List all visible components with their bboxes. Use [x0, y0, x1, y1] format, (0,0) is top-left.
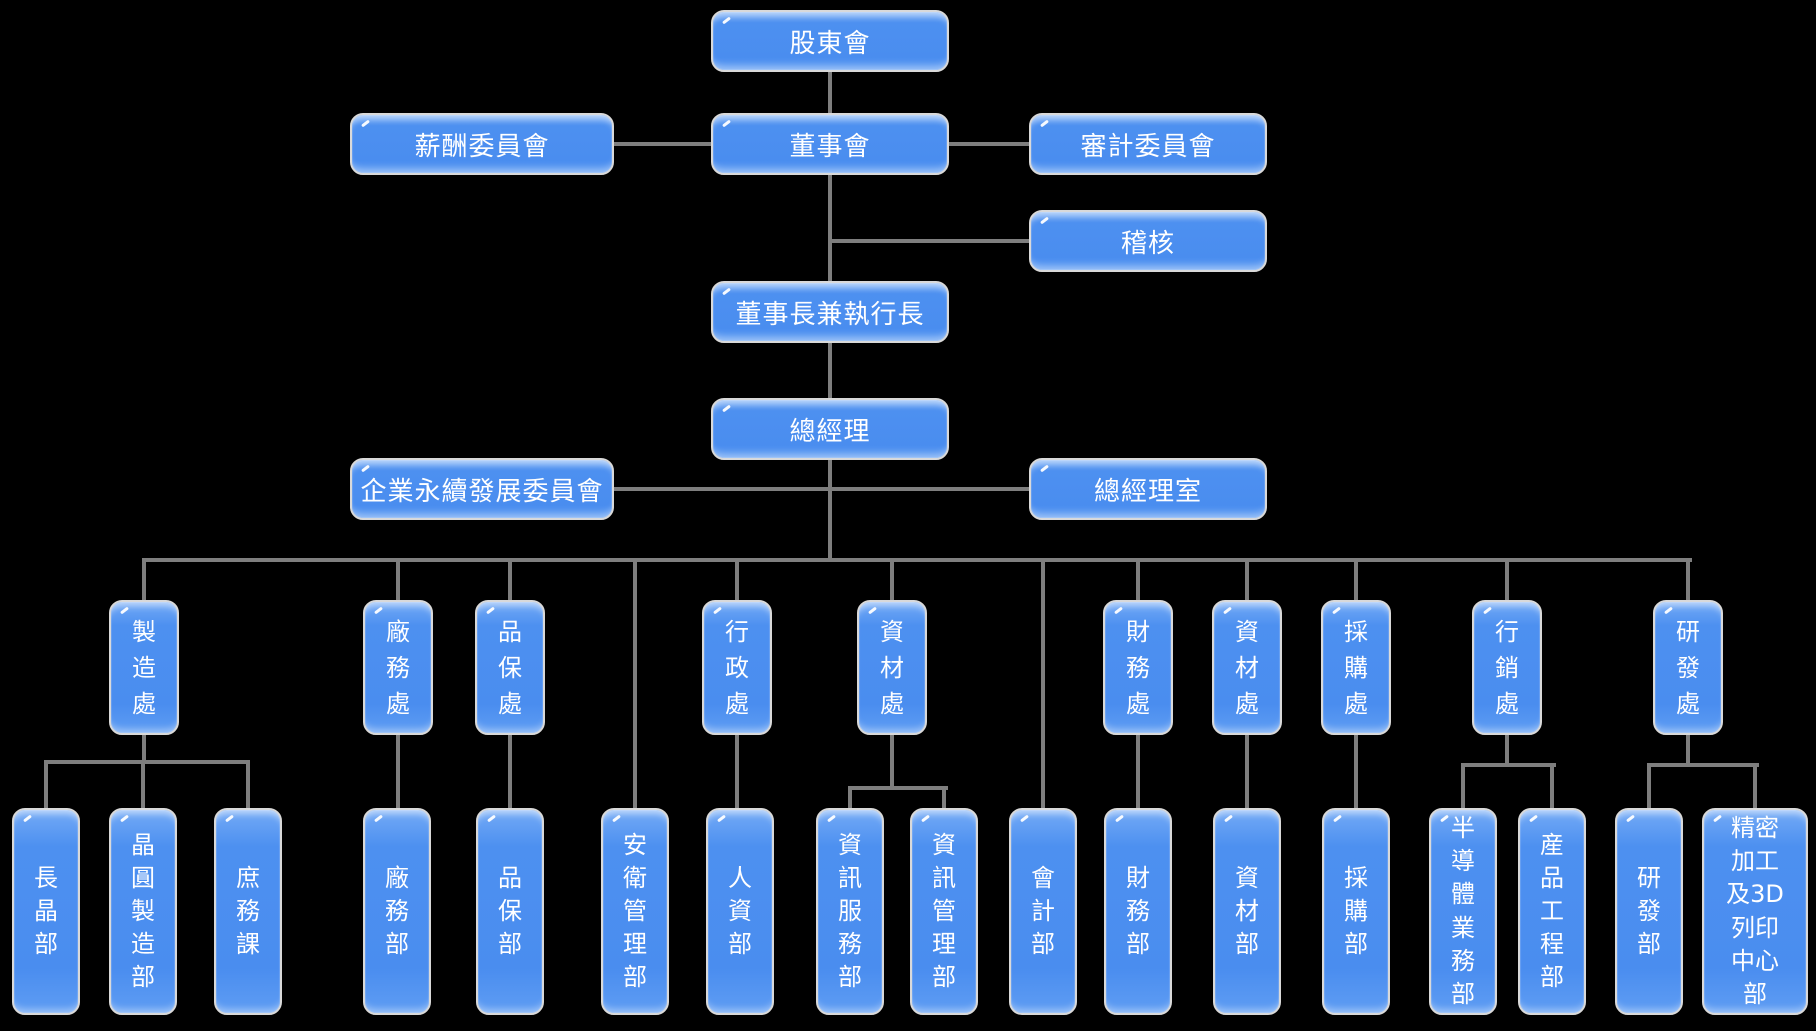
node-safety-health-dept[interactable]: 安衛管理部 — [601, 808, 669, 1015]
node-board[interactable]: 董事會 — [711, 113, 949, 175]
connector-materials-stem — [890, 735, 894, 790]
connector-facility-div-dept — [396, 735, 400, 808]
node-manufacturing-div[interactable]: 製造處 — [109, 600, 179, 735]
node-admin-div[interactable]: 行政處 — [702, 600, 772, 735]
node-procurement-div[interactable]: 採購處 — [1321, 600, 1391, 735]
node-finance-div[interactable]: 財務處 — [1103, 600, 1173, 735]
node-rnd-dept[interactable]: 研發部 — [1615, 808, 1683, 1015]
connector-distribution-line — [142, 558, 1692, 562]
node-marketing-div[interactable]: 行銷處 — [1472, 600, 1542, 735]
node-procurement-dept[interactable]: 採購部 — [1322, 808, 1390, 1015]
node-product-eng-dept[interactable]: 産品工程部 — [1518, 808, 1586, 1015]
node-accounting-dept[interactable]: 會計部 — [1009, 808, 1077, 1015]
node-esg-committee[interactable]: 企業永續發展委員會 — [350, 458, 614, 520]
node-materials-dept[interactable]: 資材部 — [1213, 808, 1281, 1015]
connector-qa-div-dept — [508, 735, 512, 808]
connector-finance-div-dept — [1136, 735, 1140, 808]
node-compensation-committee[interactable]: 薪酬委員會 — [350, 113, 614, 175]
drop-semiconductor-sales — [1461, 763, 1465, 808]
node-semiconductor-sales-dept[interactable]: 半導體業務部 — [1429, 808, 1497, 1015]
connector-manufacturing-stem — [142, 735, 146, 764]
node-hr-dept[interactable]: 人資部 — [706, 808, 774, 1015]
drop-procurement-div — [1354, 558, 1358, 602]
connector-chairman-president — [828, 343, 832, 398]
connector-board-auditcommittee — [949, 142, 1029, 146]
drop-admin-div — [735, 558, 739, 602]
node-facility-div[interactable]: 廠務處 — [363, 600, 433, 735]
node-president-office[interactable]: 總經理室 — [1029, 458, 1267, 520]
drop-facility-div — [396, 558, 400, 602]
connector-compensation-board — [614, 142, 712, 146]
connector-marketing-stem — [1505, 735, 1509, 767]
node-it-mgmt-dept[interactable]: 資訊管理部 — [910, 808, 978, 1015]
drop-accounting-dept — [1041, 558, 1045, 810]
node-general-affairs-sect[interactable]: 庶務課 — [214, 808, 282, 1015]
node-qa-div[interactable]: 品保處 — [475, 600, 545, 735]
node-finance-dept[interactable]: 財務部 — [1104, 808, 1172, 1015]
connector-procurement-div-dept — [1354, 735, 1358, 808]
drop-marketing-div — [1505, 558, 1509, 602]
drop-safety-health-dept — [633, 558, 637, 810]
drop-it-mgmt — [942, 786, 946, 808]
node-chairman-ceo[interactable]: 董事長兼執行長 — [711, 281, 949, 343]
connector-materials2-dept — [1245, 735, 1249, 808]
drop-manufacturing-div — [142, 558, 146, 602]
drop-materials-div-2 — [1245, 558, 1249, 602]
drop-general-affairs — [246, 760, 250, 808]
drop-materials-div — [890, 558, 894, 602]
drop-rnd-div — [1686, 558, 1690, 602]
connector-board-internal-audit — [828, 239, 1029, 243]
node-materials-div[interactable]: 資材處 — [857, 600, 927, 735]
drop-qa-div — [508, 558, 512, 602]
connector-committee-row — [614, 487, 1029, 491]
connector-manufacturing-branch — [44, 760, 250, 764]
drop-wafer-mfg — [141, 760, 145, 808]
node-precision-3d-center[interactable]: 精密加工及3D列印中心部 — [1702, 808, 1808, 1015]
drop-precision-3d — [1753, 763, 1757, 808]
node-rnd-div[interactable]: 研發處 — [1653, 600, 1723, 735]
connector-marketing-branch — [1461, 763, 1556, 767]
node-it-service-dept[interactable]: 資訊服務部 — [816, 808, 884, 1015]
drop-rnd-dept — [1647, 763, 1651, 808]
drop-crystal-growth — [44, 760, 48, 808]
node-wafer-mfg-dept[interactable]: 晶圓製造部 — [109, 808, 177, 1015]
node-president[interactable]: 總經理 — [711, 398, 949, 460]
drop-finance-div — [1136, 558, 1140, 602]
connector-shareholders-board — [828, 72, 832, 113]
drop-it-service — [848, 786, 852, 808]
node-shareholders[interactable]: 股東會 — [711, 10, 949, 72]
node-facility-dept[interactable]: 廠務部 — [363, 808, 431, 1015]
node-qa-dept[interactable]: 品保部 — [476, 808, 544, 1015]
connector-admin-hr — [735, 735, 739, 808]
node-internal-audit[interactable]: 稽核 — [1029, 210, 1267, 272]
drop-product-eng — [1550, 763, 1554, 808]
node-audit-committee[interactable]: 審計委員會 — [1029, 113, 1267, 175]
node-materials-div-2[interactable]: 資材處 — [1212, 600, 1282, 735]
connector-president-trunk — [828, 460, 832, 562]
connector-rnd-branch — [1647, 763, 1759, 767]
connector-board-chairman — [828, 175, 832, 281]
connector-rnd-stem — [1686, 735, 1690, 767]
node-crystal-growth-dept[interactable]: 長晶部 — [12, 808, 80, 1015]
connector-materials-branch — [848, 786, 948, 790]
